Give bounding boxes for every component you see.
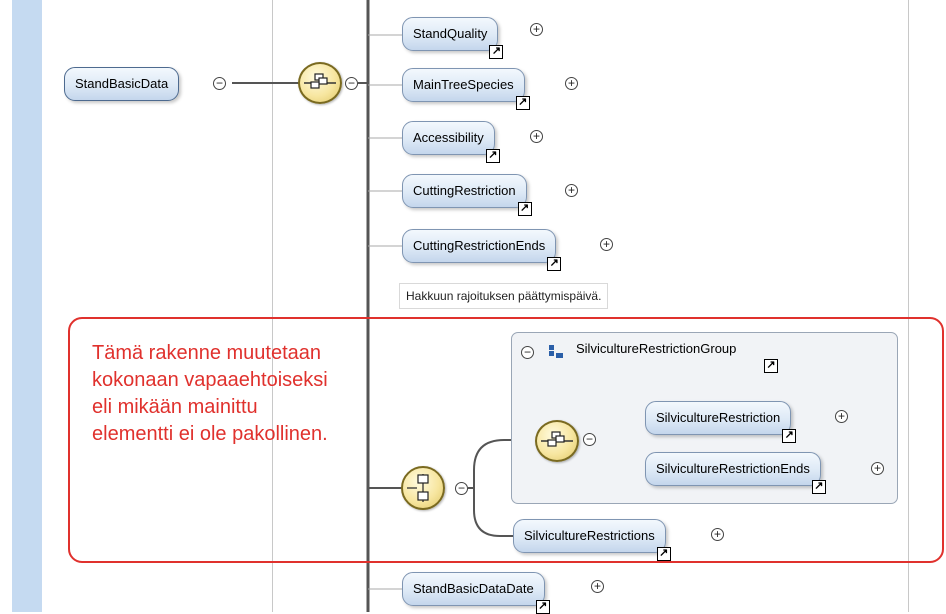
expand-icon[interactable]: + [711, 528, 724, 541]
expand-icon[interactable]: + [591, 580, 604, 593]
reference-arrow-icon: ↗ [782, 429, 797, 443]
element-standbasicdatadate[interactable]: StandBasicDataDate ↗ [402, 572, 550, 614]
choice-collapse-icon[interactable]: − [455, 482, 468, 495]
annotation-line: Tämä rakenne muutetaan [92, 342, 322, 364]
element-label: Accessibility [413, 130, 484, 145]
element-standquality[interactable]: StandQuality ↗ [402, 17, 504, 59]
group-collapse-icon[interactable]: − [521, 346, 534, 359]
element-label: StandQuality [413, 26, 488, 41]
element-label: StandBasicDataDate [413, 581, 534, 596]
choice-compositor-icon[interactable] [401, 466, 445, 510]
element-silviculturerestrictions[interactable]: SilvicultureRestrictions ↗ [513, 519, 671, 561]
annotation-line: elementti ei ole pakollinen. [92, 423, 328, 445]
sequence-collapse-icon[interactable]: − [345, 77, 358, 90]
expand-icon[interactable]: + [530, 130, 543, 143]
sequence-compositor-icon[interactable] [298, 62, 342, 104]
element-cuttingrestrictionends[interactable]: CuttingRestrictionEnds ↗ [402, 229, 562, 271]
group-title: SilvicultureRestrictionGroup [576, 341, 737, 356]
reference-arrow-icon: ↗ [485, 149, 500, 163]
element-maintreespecies[interactable]: MainTreeSpecies ↗ [402, 68, 530, 110]
expand-icon[interactable]: + [600, 238, 613, 251]
element-label: SilvicultureRestriction [656, 410, 781, 425]
left-sidebar-strip [12, 0, 42, 612]
element-label: SilvicultureRestrictionEnds [656, 461, 810, 476]
reference-arrow-icon: ↗ [811, 480, 826, 494]
inner-sequence-compositor-icon[interactable] [535, 420, 579, 462]
documentation-tooltip: Hakkuun rajoituksen päättymispäivä. [399, 283, 609, 309]
element-label: CuttingRestriction [413, 183, 516, 198]
element-silviculturerestrictionends[interactable]: SilvicultureRestrictionEnds ↗ [645, 452, 826, 494]
expand-icon[interactable]: + [565, 77, 578, 90]
column-guide-1 [272, 0, 273, 612]
reference-arrow-icon: ↗ [489, 45, 504, 59]
element-silviculturerestriction[interactable]: SilvicultureRestriction ↗ [645, 401, 797, 443]
element-accessibility[interactable]: Accessibility ↗ [402, 121, 500, 163]
element-label: CuttingRestrictionEnds [413, 238, 546, 253]
root-element-label: StandBasicData [75, 76, 169, 91]
annotation-frame [68, 317, 944, 563]
element-label: MainTreeSpecies [413, 77, 514, 92]
reference-arrow-icon: ↗ [547, 257, 562, 271]
element-cuttingrestriction[interactable]: CuttingRestriction ↗ [402, 174, 532, 216]
reference-arrow-icon: ↗ [515, 96, 530, 110]
reference-arrow-icon: ↗ [656, 547, 671, 561]
expand-icon[interactable]: + [530, 23, 543, 36]
reference-arrow-icon: ↗ [517, 202, 532, 216]
expand-icon[interactable]: + [565, 184, 578, 197]
annotation-line: eli mikään mainittu [92, 396, 258, 418]
inner-sequence-collapse-icon[interactable]: − [583, 433, 596, 446]
expand-icon[interactable]: + [835, 410, 848, 423]
annotation-note: Tämä rakenne muutetaan kokonaan vapaaeht… [92, 340, 328, 448]
reference-arrow-icon: ↗ [764, 359, 778, 373]
column-guide-2 [908, 0, 909, 612]
group-icon [549, 345, 563, 358]
annotation-line: kokonaan vapaaehtoiseksi [92, 369, 328, 391]
element-label: SilvicultureRestrictions [524, 528, 655, 543]
expand-icon[interactable]: + [871, 462, 884, 475]
root-collapse-icon[interactable]: − [213, 77, 226, 90]
root-element-node[interactable]: StandBasicData [64, 67, 180, 101]
